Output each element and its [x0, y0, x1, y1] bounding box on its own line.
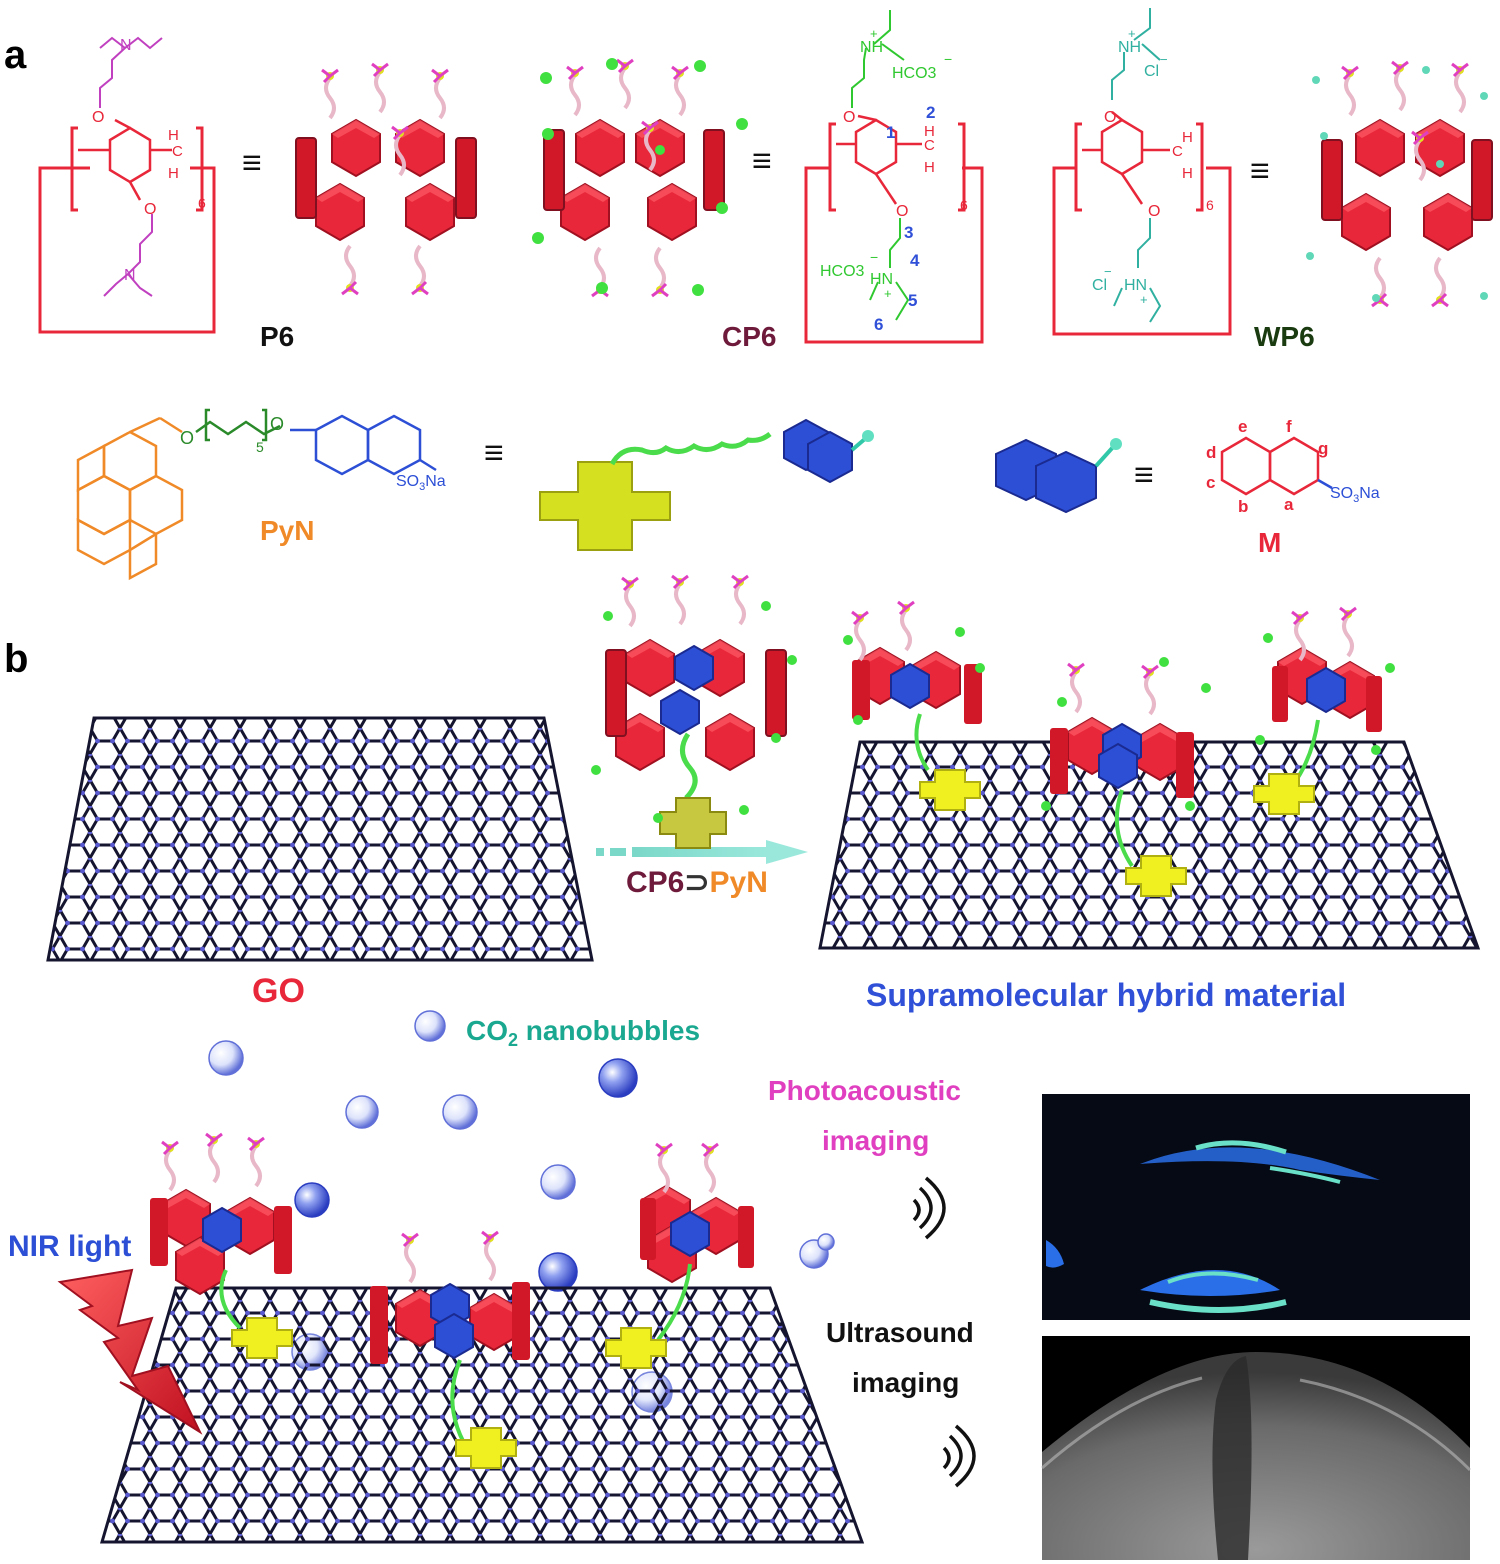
cp6-pos-5: 5 — [908, 291, 917, 310]
wp6-repeat: 6 — [1206, 197, 1214, 213]
bottom-graphene-sheet — [100, 1286, 865, 1544]
p6-h-top: H — [168, 127, 179, 144]
photoacoustic-label-line1: Photoacoustic — [768, 1075, 961, 1106]
ultrasound-label-line1: Ultrasound — [826, 1317, 974, 1348]
p6-n-top: N — [120, 37, 132, 54]
cp6-pos-2: 2 — [926, 103, 935, 122]
m-pos-d: d — [1206, 443, 1216, 462]
go-sheet — [46, 716, 594, 962]
arrow-label: CP6⊃PyN — [626, 866, 768, 899]
pyn-structure: O O 5 SO3Na — [76, 408, 446, 581]
equiv-m: ≡ — [1134, 456, 1154, 494]
cp6-plus-top: + — [870, 26, 878, 41]
panel-label-b: b — [4, 637, 28, 681]
cp6-minus-top: − — [944, 51, 952, 67]
ultrasound-wave-icon — [942, 1424, 976, 1488]
reaction-arrow — [596, 840, 808, 864]
m-pos-c: c — [1206, 473, 1215, 492]
nir-bolt-icon — [57, 1268, 203, 1435]
p6-o-top: O — [92, 109, 104, 126]
cp6-o-bottom: O — [896, 203, 908, 220]
wp6-o-top: O — [1104, 109, 1116, 126]
wp6-counter-bottom: Cl — [1092, 277, 1107, 294]
p6-repeat: 6 — [198, 195, 206, 211]
pyn-o-left: O — [180, 428, 194, 448]
wp6-label: WP6 — [1254, 321, 1315, 352]
m-pos-b: b — [1238, 497, 1248, 516]
cp6-structure: O O NH + HCO3 − HN + HCO3 − H C H 6 1 2 … — [804, 10, 984, 344]
wp6-minus-bottom: − — [1104, 264, 1112, 279]
pyn-o-right: O — [270, 414, 284, 434]
hybrid-complexes — [843, 600, 1395, 897]
m-label: M — [1258, 527, 1281, 558]
equiv-pyn: ≡ — [484, 434, 504, 472]
cp6-plus-bottom: + — [884, 286, 892, 301]
m-pos-e: e — [1238, 417, 1247, 436]
wp6-minus-top: − — [1160, 52, 1168, 67]
wp6-counter-top: Cl — [1144, 63, 1159, 80]
cp6-counter-top: HCO3 — [892, 65, 937, 82]
bubbles-label: CO2 nanobubbles — [466, 1015, 700, 1050]
cp6-hn-bottom: HN — [870, 271, 893, 288]
equiv-p6: ≡ — [242, 144, 262, 182]
p6-h-bottom: H — [168, 165, 179, 182]
pyn-label: PyN — [260, 515, 314, 546]
equiv-cp6: ≡ — [752, 142, 772, 180]
cp6-h-top: H — [924, 123, 935, 140]
p6-n-bottom: N — [124, 267, 136, 284]
cp6-o-top: O — [843, 109, 855, 126]
pyn-model-3d — [539, 418, 874, 551]
cp6-minus-bottom: − — [870, 249, 878, 265]
wp6-o-bottom: O — [1148, 203, 1160, 220]
wp6-macrocycle-3d — [1306, 60, 1493, 308]
p6-macrocycle-3d — [295, 62, 477, 296]
p6-c: C — [172, 143, 183, 160]
pyn-linker-repeat: 5 — [256, 439, 264, 455]
hybrid-label: Supramolecular hybrid material — [866, 977, 1346, 1013]
wp6-c: C — [1172, 143, 1183, 160]
m-pos-f: f — [1286, 417, 1292, 436]
cp6-pos-3: 3 — [904, 223, 913, 242]
p6-o-bottom: O — [144, 201, 156, 218]
cp6-pyn-complex — [591, 574, 797, 849]
cp6-macrocycle-3d — [532, 58, 748, 298]
cp6-label: CP6 — [722, 321, 776, 352]
wp6-structure: O O NH + Cl − HN + Cl − H C H 6 — [1052, 8, 1232, 336]
photoacoustic-wave-icon — [912, 1176, 946, 1240]
wp6-plus-bottom: + — [1140, 292, 1148, 307]
m-sulfonate: SO3Na — [1330, 485, 1380, 505]
cp6-pos-4: 4 — [910, 251, 920, 270]
equiv-wp6: ≡ — [1250, 152, 1270, 190]
m-pos-g: g — [1318, 439, 1328, 458]
wp6-hn-bottom: HN — [1124, 277, 1147, 294]
m-model-3d — [995, 438, 1122, 514]
photoacoustic-label-line2: imaging — [822, 1125, 929, 1156]
bottom-complexes — [150, 1132, 754, 1469]
cp6-nh-top: NH — [860, 39, 883, 56]
wp6-h-top: H — [1182, 129, 1193, 146]
m-pos-a: a — [1284, 495, 1294, 514]
wp6-nh-top: NH — [1118, 39, 1141, 56]
cp6-c: C — [924, 137, 935, 154]
wp6-plus-top: + — [1128, 26, 1136, 41]
cp6-pos-1: 1 — [886, 123, 895, 142]
cp6-pos-6: 6 — [874, 315, 883, 334]
p6-label: P6 — [260, 321, 294, 352]
m-structure: SO3Na a b c d e f g — [1206, 417, 1380, 516]
photoacoustic-image — [1042, 1094, 1470, 1320]
wp6-h-bottom: H — [1182, 165, 1193, 182]
nir-light-label: NIR light — [8, 1230, 131, 1263]
p6-structure: O O N N H C H 6 — [38, 36, 216, 334]
cp6-h-bottom: H — [924, 159, 935, 176]
panel-label-a: a — [4, 33, 27, 77]
cp6-repeat: 6 — [960, 197, 968, 213]
pyn-sulfonate: SO3Na — [396, 473, 446, 493]
ultrasound-image — [1041, 1336, 1472, 1560]
ultrasound-label-line2: imaging — [852, 1367, 959, 1398]
go-label: GO — [252, 972, 305, 1010]
cp6-counter-bottom: HCO3 — [820, 263, 865, 280]
